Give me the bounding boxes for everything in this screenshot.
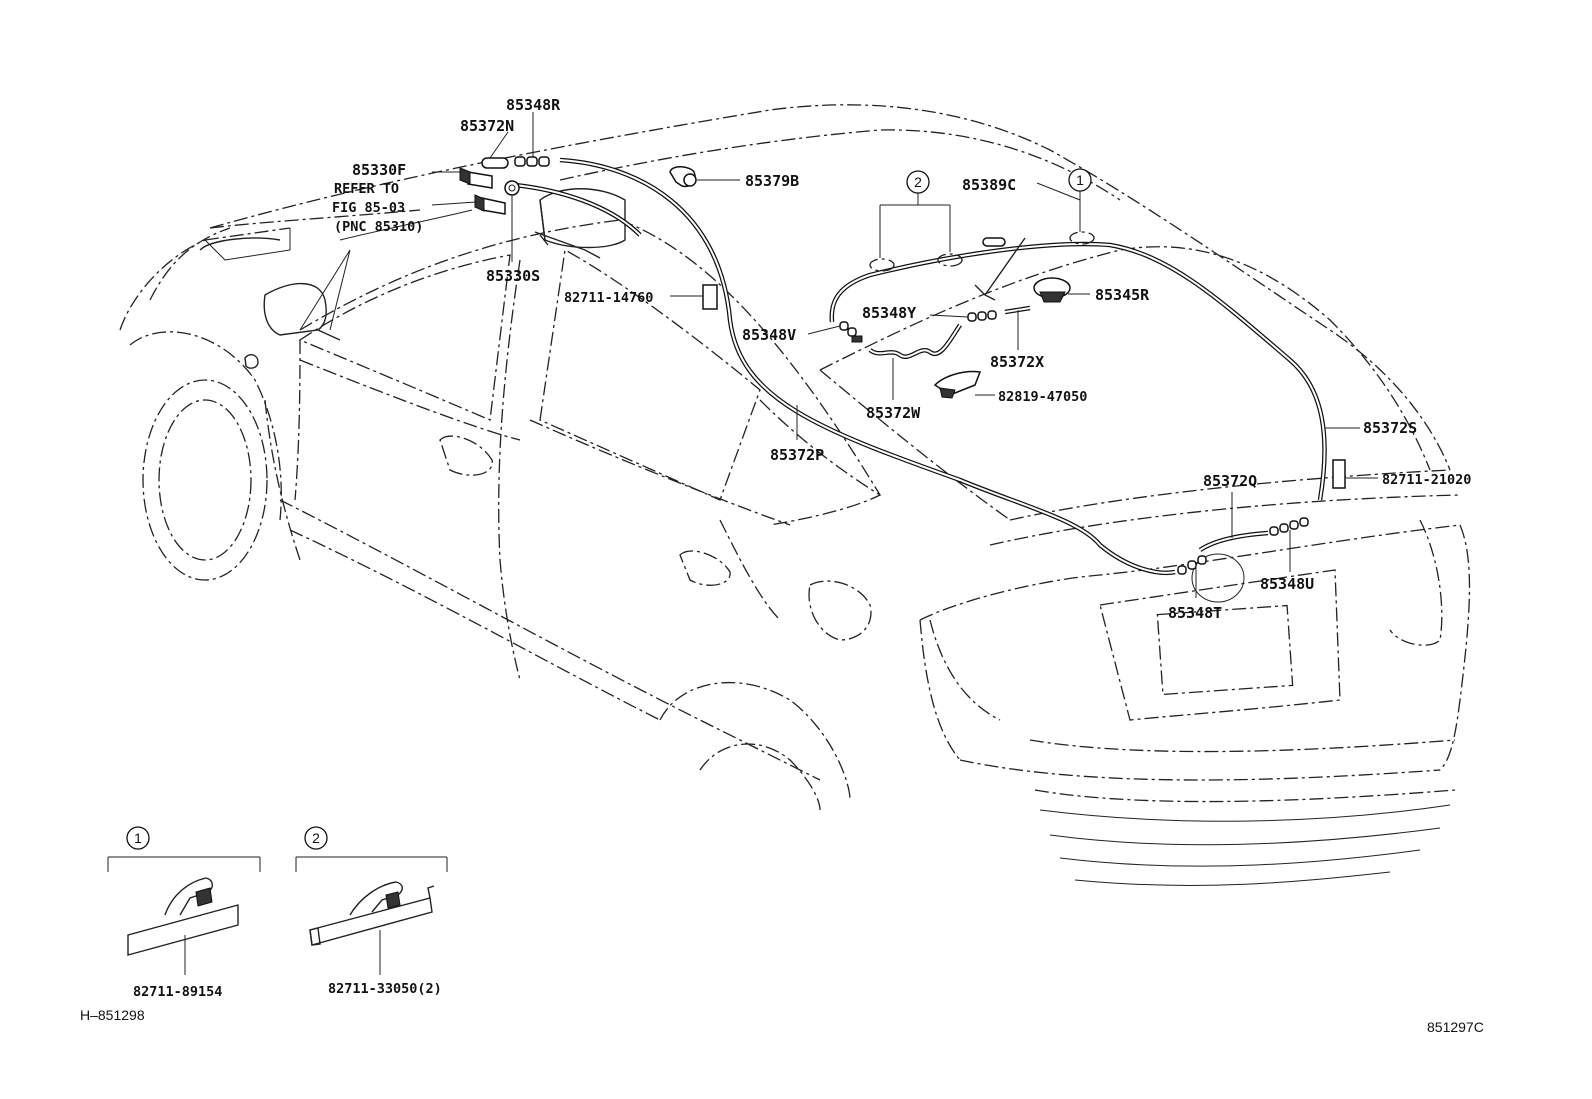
label-82711-21020: 82711-21020 — [1382, 472, 1471, 488]
label-85372N: 85372N — [460, 117, 514, 135]
label-85372S: 85372S — [1363, 419, 1417, 437]
label-refer-to: REFER TO — [334, 181, 399, 197]
washer-tank — [534, 188, 626, 259]
inset-2: 2 82711-33050(2) — [295, 826, 448, 997]
connectors — [459, 156, 1346, 575]
leader-lines — [299, 112, 1378, 598]
label-85389C: 85389C — [962, 176, 1016, 194]
inset-1: 1 82711-89154 — [107, 826, 261, 1000]
label-82711-14760: 82711-14760 — [564, 290, 653, 306]
label-refer-pnc: (PNC 85310) — [334, 219, 423, 235]
figure-code: 851297C — [1427, 1019, 1484, 1035]
callout-circle-2: 2 — [906, 170, 930, 194]
car-body-outline — [119, 104, 1471, 886]
roof-clip-marks — [869, 231, 1095, 272]
inset-1-part-label: 82711-89154 — [133, 984, 222, 1000]
label-85348Y: 85348Y — [862, 304, 916, 322]
label-85372X: 85372X — [990, 353, 1044, 371]
label-85379B: 85379B — [745, 172, 799, 190]
label-85372Q: 85372Q — [1203, 472, 1257, 490]
svg-text:2: 2 — [312, 830, 320, 846]
svg-text:2: 2 — [914, 174, 922, 190]
label-85348V: 85348V — [742, 326, 796, 344]
label-82819-47050: 82819-47050 — [998, 389, 1087, 405]
label-refer-fig: FIG 85-03 — [332, 200, 405, 216]
svg-text:1: 1 — [134, 830, 142, 846]
label-85345R: 85345R — [1095, 286, 1150, 304]
label-85372W: 85372W — [866, 404, 921, 422]
reference-code-h: H‒851298 — [80, 1007, 145, 1023]
label-85330S: 85330S — [486, 267, 540, 285]
part-labels: 85348R 85372N 85330F REFER TO FIG 85-03 … — [332, 96, 1471, 622]
label-85330F: 85330F — [352, 161, 406, 179]
label-85372P: 85372P — [770, 446, 824, 464]
label-85348R: 85348R — [506, 96, 561, 114]
label-85348T: 85348T — [1168, 604, 1222, 622]
svg-text:1: 1 — [1076, 172, 1084, 188]
inset-2-part-label: 82711-33050(2) — [328, 981, 442, 997]
washer-hoses — [514, 157, 1327, 575]
label-85348U: 85348U — [1260, 575, 1314, 593]
callout-circle-1: 1 — [1068, 168, 1092, 192]
